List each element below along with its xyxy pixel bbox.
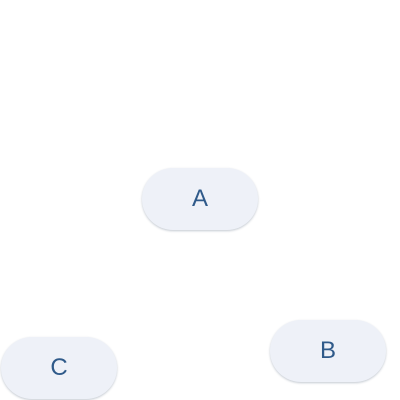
button-c[interactable]: C (1, 337, 117, 399)
button-b-label: B (319, 337, 336, 364)
button-a-label: A (191, 185, 208, 212)
button-b[interactable]: B (270, 320, 386, 382)
button-a[interactable]: A (142, 168, 258, 230)
button-c-label: C (50, 354, 68, 381)
